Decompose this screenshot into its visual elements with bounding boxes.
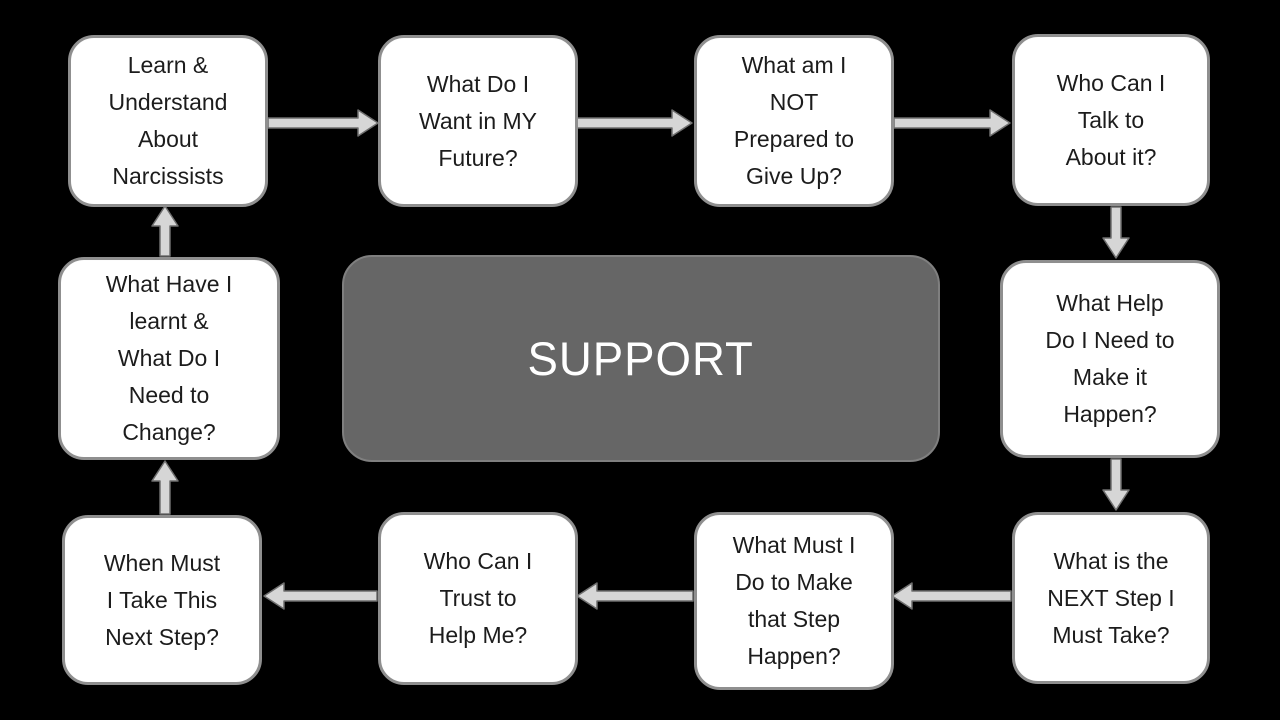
flow-box-label: What am I NOT Prepared to Give Up? (733, 52, 855, 189)
flow-box-want-in-my-future: What Do I Want in MY Future? (378, 35, 578, 207)
flow-box-make-that-step-happen: What Must I Do to Make that Step Happen? (694, 512, 894, 690)
arrow-down-2 (1102, 458, 1130, 511)
arrow-down-1 (1102, 206, 1130, 259)
flow-box-learn-understand: Learn & Understand About Narcissists (68, 35, 268, 207)
flow-box-when-must-i-take-step: When Must I Take This Next Step? (62, 515, 262, 685)
arrow-right-3 (893, 109, 1011, 137)
flow-box-label: Learn & Understand About Narcissists (108, 52, 228, 189)
flow-box-who-can-i-trust: Who Can I Trust to Help Me? (378, 512, 578, 685)
flow-box-who-can-i-talk-to: Who Can I Talk to About it? (1012, 34, 1210, 206)
arrow-right-2 (574, 109, 693, 137)
support-label: SUPPORT (527, 332, 755, 385)
arrow-left-1 (891, 582, 1012, 610)
flow-box-what-have-i-learnt: What Have I learnt & What Do I Need to C… (58, 257, 280, 460)
arrow-right-1 (267, 109, 379, 137)
flow-box-what-help-do-i-need: What Help Do I Need to Make it Happen? (1000, 260, 1220, 458)
flow-box-not-prepared-to-give-up: What am I NOT Prepared to Give Up? (694, 35, 894, 207)
arrow-left-2 (576, 582, 694, 610)
flow-box-next-step-i-must-take: What is the NEXT Step I Must Take? (1012, 512, 1210, 684)
flow-box-label: What Do I Want in MY Future? (418, 70, 537, 171)
flow-box-label: When Must I Take This Next Step? (103, 549, 221, 650)
arrow-up-2 (151, 205, 179, 257)
arrow-left-3 (263, 582, 378, 610)
flow-box-label: What is the NEXT Step I Must Take? (1047, 547, 1175, 648)
flow-box-label: Who Can I Trust to Help Me? (423, 548, 533, 648)
flow-box-label: What Help Do I Need to Make it Happen? (1045, 290, 1175, 427)
arrow-up-1 (151, 460, 179, 515)
flow-box-label: Who Can I Talk to About it? (1056, 69, 1166, 170)
flow-box-label: What Have I learnt & What Do I Need to C… (105, 271, 233, 445)
flow-box-label: What Must I Do to Make that Step Happen? (732, 532, 856, 669)
support-center-box: SUPPORT (342, 255, 940, 462)
